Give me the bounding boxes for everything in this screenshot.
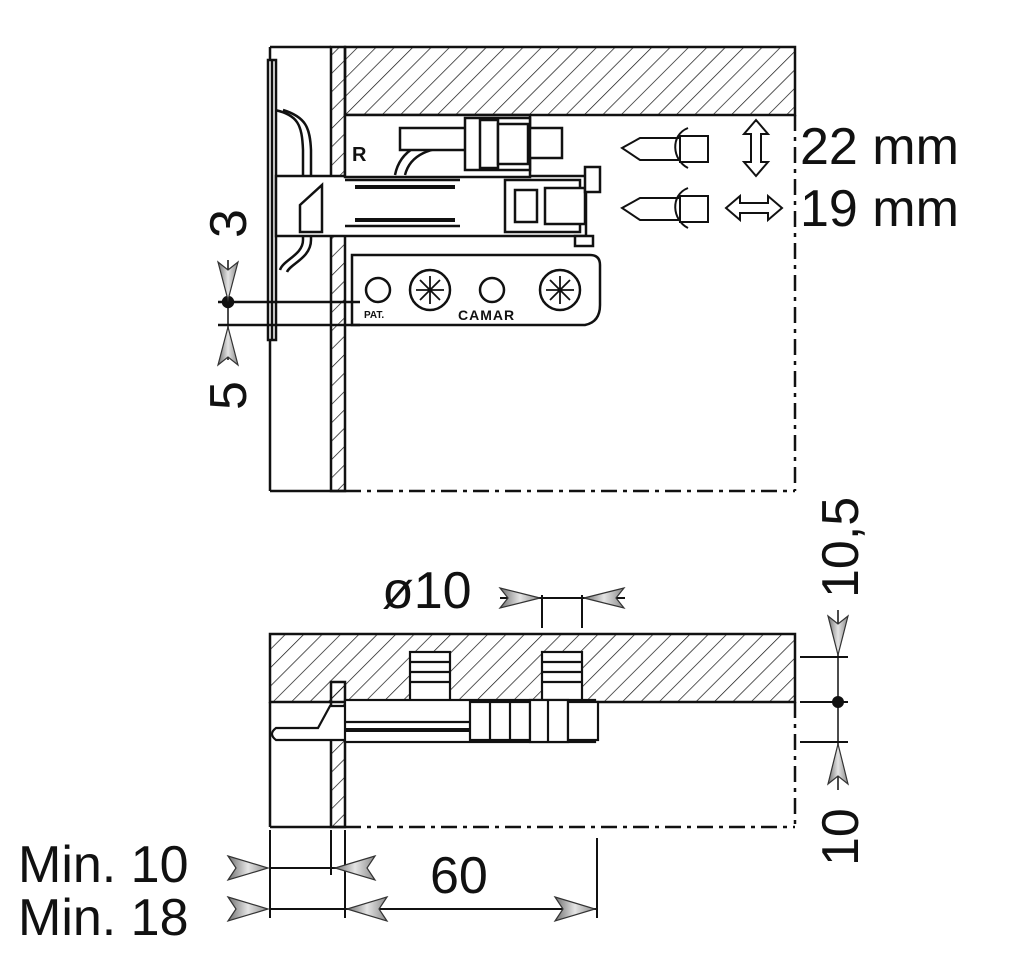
arrow-left-icon [332, 854, 377, 882]
screwdriver-icon [620, 127, 709, 169]
dim-60-label: 60 [430, 847, 488, 905]
side-top-panel [268, 632, 797, 704]
side-wall-strip [329, 680, 347, 829]
arrow-down-icon [826, 614, 850, 656]
dim-3-label: 3 [200, 209, 258, 238]
hanger-side-profile [270, 698, 600, 744]
arrow-up-icon [826, 743, 850, 786]
screwdriver-icon [620, 187, 709, 229]
top-view: R PAT. CAMAR 22 mm 19 mm [200, 45, 959, 493]
arrow-right-icon [226, 895, 271, 923]
mounting-plate [350, 253, 602, 327]
hanger-body [274, 113, 602, 248]
plate-pat-label: PAT. [364, 310, 384, 321]
arrow-right-icon [226, 854, 271, 882]
adjust-height-label: 22 mm [800, 118, 959, 176]
dim-min-10-label: Min. 10 [18, 836, 189, 894]
horizontal-adjust-arrow-icon [724, 193, 784, 223]
plate-letter: R [352, 144, 367, 166]
dim-5-label: 5 [200, 381, 258, 410]
arrow-left-icon [583, 586, 626, 610]
dim-min-18-label: Min. 18 [18, 889, 189, 947]
arrow-up-icon [216, 324, 240, 367]
dim-bottom-lines [269, 830, 598, 918]
vertical-adjust-arrow-icon [741, 118, 771, 178]
top-panel [343, 45, 797, 117]
arrow-right-icon [498, 586, 541, 610]
arrow-down-icon [216, 260, 240, 303]
plate-brand-label: CAMAR [458, 307, 515, 323]
side-view: ø10 10,5 10 Min. 10 Min. 18 60 [18, 497, 870, 947]
dim-10-label: 10 [812, 808, 870, 866]
adjust-side-label: 19 mm [800, 180, 959, 238]
arrow-left-icon [344, 895, 389, 923]
hole-diameter-label: ø10 [382, 562, 472, 620]
dim-10-5-label: 10,5 [812, 497, 870, 598]
side-wall-strip [329, 45, 347, 493]
arrow-right-icon [553, 895, 598, 923]
